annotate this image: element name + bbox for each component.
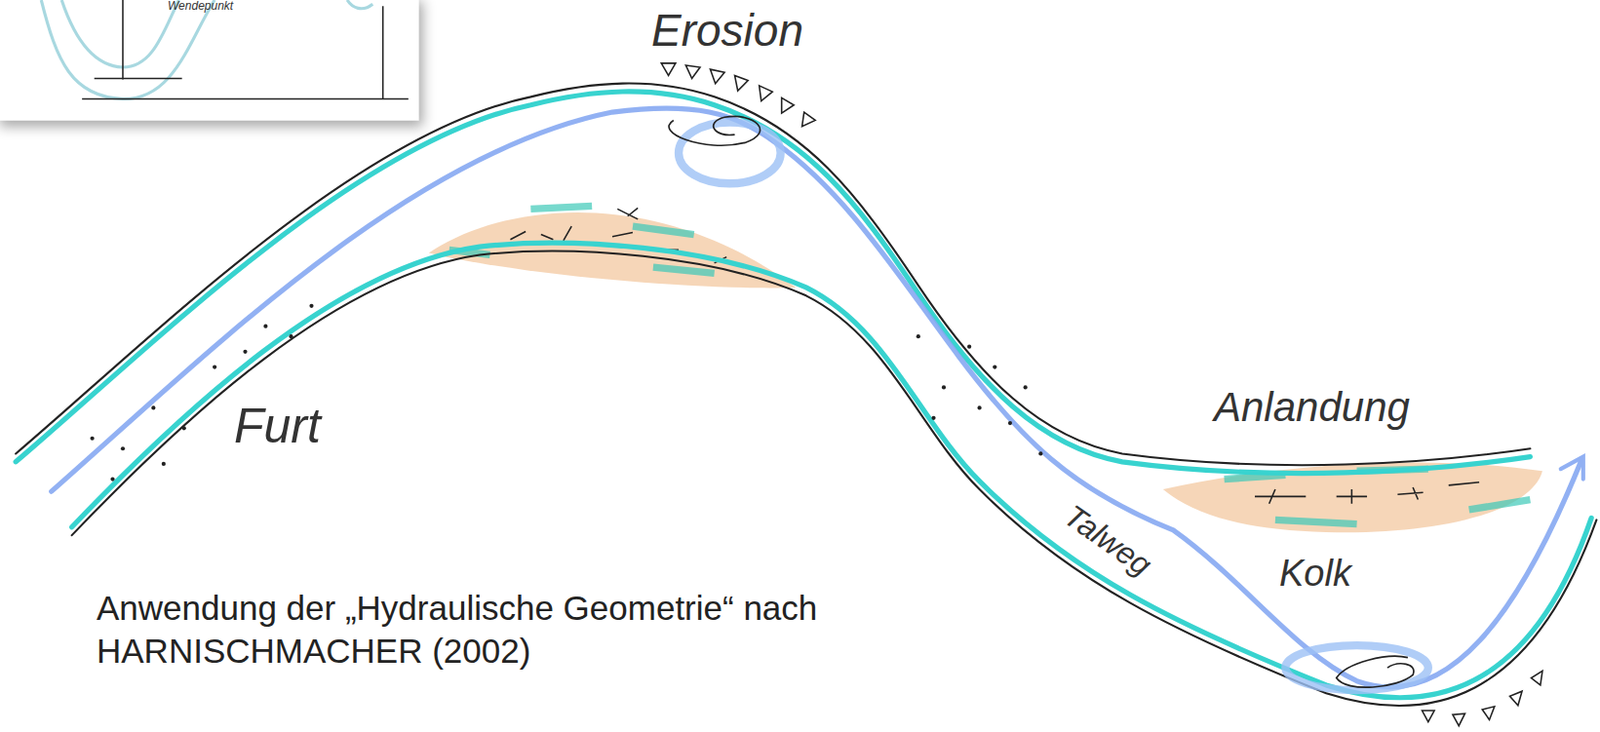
- point-bar: [429, 212, 797, 288]
- annotation-label: Talweg: [1057, 499, 1158, 584]
- annotation-label: Wendepunkt: [167, 0, 234, 13]
- annotation-label: Erosion: [651, 5, 804, 56]
- annotation-label: Kolk: [1279, 553, 1352, 595]
- annotation-label: Anlandung: [1213, 385, 1410, 430]
- river-bank: [15, 83, 1597, 707]
- caption: Anwendung der „Hydraulische Geometrie“ n…: [96, 586, 867, 673]
- annotation-label: Furt: [234, 399, 321, 454]
- thalweg-line: [51, 108, 1584, 688]
- inset-sketch: [0, 0, 419, 120]
- riffle-mark: [90, 304, 1044, 482]
